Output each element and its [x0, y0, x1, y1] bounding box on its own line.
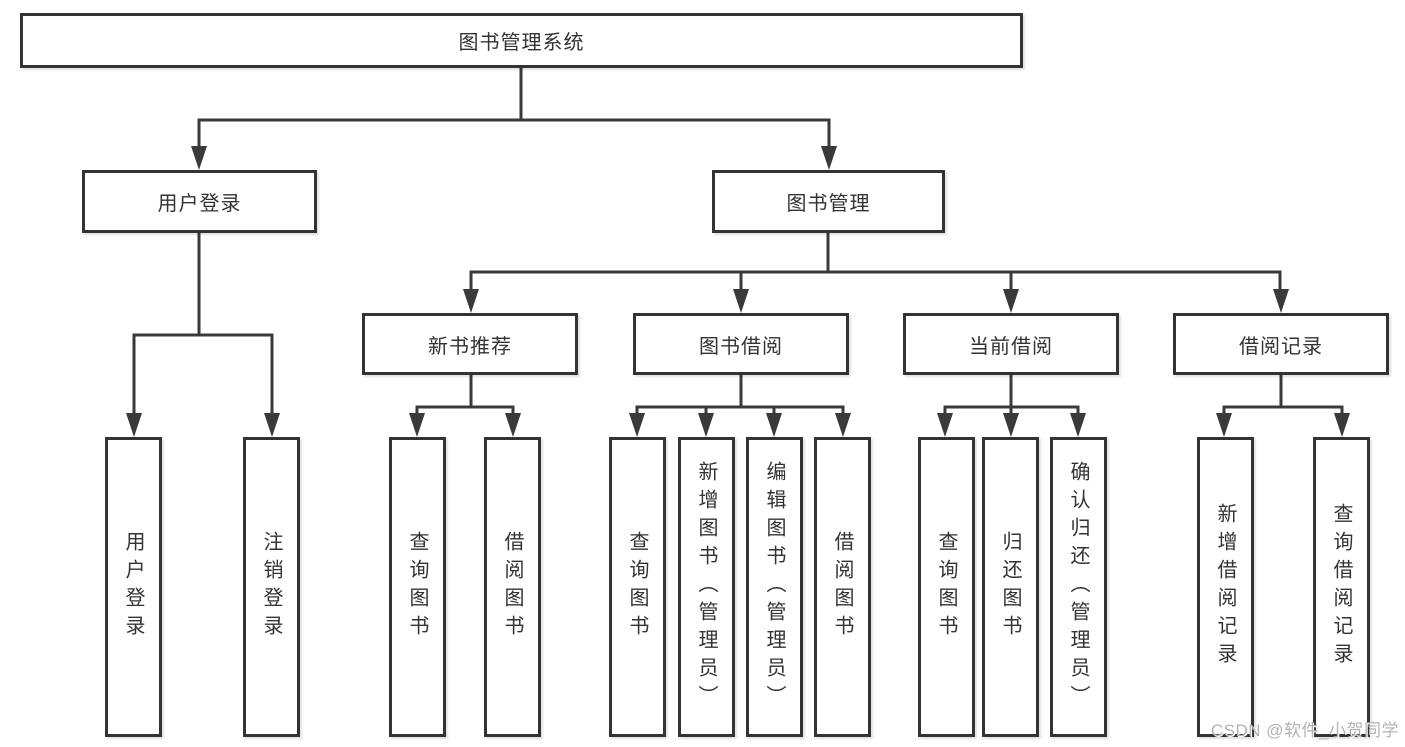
arrow-to-bb-query — [629, 413, 645, 437]
arrow-to-nbr-borrow — [505, 413, 521, 437]
arrow-to-br-add — [1216, 413, 1232, 437]
arrow-to-current-borrow — [1003, 289, 1019, 313]
connector-current-borrow-to-children — [943, 375, 1080, 415]
connector-user-login-to-children — [132, 233, 274, 415]
node-new-book-recommendation: 新书推荐 — [362, 313, 578, 375]
arrow-to-bb-add — [698, 413, 714, 437]
node-leaf-query-books-borrow: 查询图书 — [609, 437, 666, 737]
node-leaf-logout: 注销登录 — [243, 437, 300, 737]
arrow-to-borrow-record — [1273, 289, 1289, 313]
node-leaf-user-login: 用户登录 — [105, 437, 162, 737]
arrow-to-nbr-query — [409, 413, 425, 437]
node-leaf-add-borrow-record: 新增借阅记录 — [1197, 437, 1254, 737]
arrow-to-cb-return — [1003, 413, 1019, 437]
arrow-to-book-borrow — [733, 289, 749, 313]
node-leaf-borrow-books-rec: 借阅图书 — [484, 437, 541, 737]
csdn-watermark: CSDN @软件_小贺同学 — [1210, 721, 1399, 740]
node-leaf-edit-books-admin: 编辑图书（管理员） — [746, 437, 803, 737]
connector-new-book-rec-to-children — [415, 375, 515, 415]
arrow-to-user-login — [191, 146, 207, 170]
connector-root-to-level2 — [197, 68, 831, 148]
connector-book-management-to-children — [469, 233, 1282, 293]
node-leaf-return-books: 归还图书 — [982, 437, 1039, 737]
connector-book-borrow-to-children — [635, 375, 845, 415]
node-leaf-borrow-books: 借阅图书 — [814, 437, 871, 737]
node-book-borrowing: 图书借阅 — [633, 313, 849, 375]
node-leaf-confirm-return-admin: 确认归还（管理员） — [1050, 437, 1107, 737]
node-leaf-query-books-rec: 查询图书 — [389, 437, 446, 737]
node-leaf-query-borrow-record: 查询借阅记录 — [1313, 437, 1370, 737]
node-borrowing-records: 借阅记录 — [1173, 313, 1389, 375]
arrow-to-leaf-logout — [264, 413, 280, 437]
connector-borrow-record-to-children — [1222, 375, 1344, 415]
arrow-to-bb-edit — [766, 413, 782, 437]
node-leaf-add-books-admin: 新增图书（管理员） — [678, 437, 735, 737]
node-leaf-query-books-current: 查询图书 — [918, 437, 975, 737]
arrow-to-leaf-user-login — [126, 413, 142, 437]
arrow-to-br-query — [1334, 413, 1350, 437]
arrow-to-bb-borrow — [835, 413, 851, 437]
arrowheads — [126, 146, 1350, 437]
arrow-to-cb-confirm — [1070, 413, 1086, 437]
node-user-login: 用户登录 — [82, 170, 317, 233]
arrow-to-book-management — [821, 146, 837, 170]
node-library-management-system: 图书管理系统 — [20, 13, 1023, 68]
arrow-to-cb-query — [937, 413, 953, 437]
node-book-management: 图书管理 — [712, 170, 945, 233]
node-current-borrowing: 当前借阅 — [903, 313, 1119, 375]
arrow-to-new-book-rec — [463, 289, 479, 313]
